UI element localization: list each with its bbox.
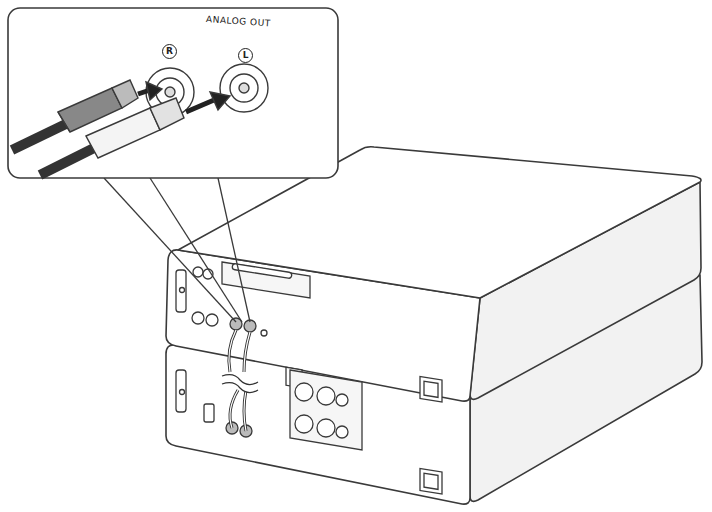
channel-mark: L (238, 48, 253, 63)
channel-mark: R (162, 44, 177, 59)
